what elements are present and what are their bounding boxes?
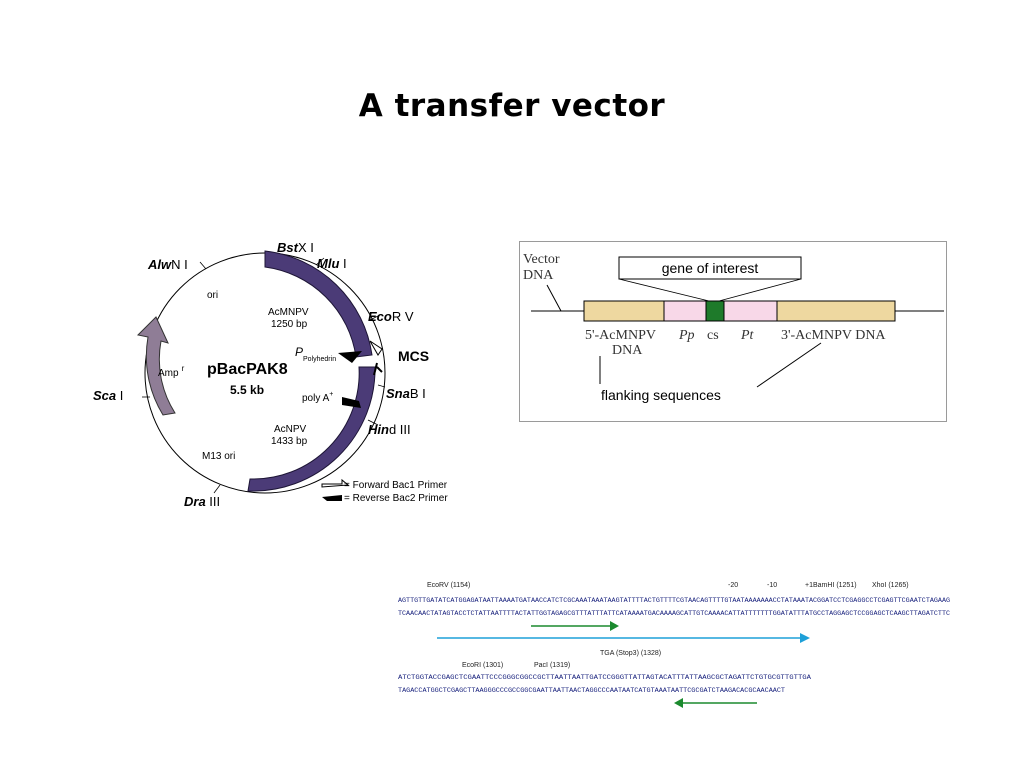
site-eco-rest: R V <box>392 309 414 324</box>
polya-band <box>342 397 361 408</box>
promoter-sub: Polyhedrin <box>303 356 336 363</box>
site-sna-italic: Sna <box>386 386 410 401</box>
minus10-label: -10 <box>767 582 777 589</box>
flank-5-label-line2: DNA <box>612 343 643 358</box>
site-hind-label: Hind III <box>368 422 411 437</box>
legend-reverse-icon <box>322 495 342 501</box>
paci-site-label: PacI (1319) <box>534 662 570 669</box>
flanking-pointer-right <box>756 342 822 388</box>
minus20-label: -20 <box>728 582 738 589</box>
polyhedrin-promoter-arrow <box>338 351 362 363</box>
m13-ori-label: M13 ori <box>202 451 235 462</box>
ampr-arrow <box>136 316 176 416</box>
acnpv-lower-label: AcNPV <box>274 424 307 435</box>
site-sna-rest: B I <box>410 386 426 401</box>
amp-sup: r <box>182 364 185 373</box>
vector-dna-label-line2: DNA <box>523 268 554 283</box>
mcs-marker <box>373 362 383 376</box>
pt-segment <box>723 300 778 322</box>
site-bstx-rest: X I <box>298 240 314 255</box>
sequence-row2-bottom: TAGACCATGGCTCGAGCTTAAGGGCCCGCCGGCGAATTAA… <box>398 687 785 694</box>
plasmid-size: 5.5 kb <box>230 383 264 397</box>
site-sna-label: SnaB I <box>386 386 426 401</box>
vector-dna-label-line1: Vector <box>523 252 560 267</box>
polya-sup: + <box>329 391 333 398</box>
forward-primer-arrowhead <box>610 621 619 631</box>
sequence-row1-top: AGTTGTTGATATCATGGAGATAATTAAAATGATAACCATC… <box>398 597 950 604</box>
legend-forward-icon <box>321 478 350 488</box>
vector-dna-pointer <box>546 284 562 312</box>
polya-label: poly A+ <box>302 391 333 404</box>
acmnpv-upper-bp: 1250 bp <box>271 319 308 330</box>
legend-reverse-text: = Reverse Bac2 Primer <box>344 493 448 504</box>
sequence-row2-top: ATCTGGTACCGAGCTCGAATTCCCGGGCGGCCGCTTAATT… <box>398 674 811 681</box>
site-sca-rest: I <box>116 388 123 403</box>
site-sca-label: Sca I <box>93 388 123 403</box>
site-alw-italic: Alw <box>147 257 172 272</box>
sequence-row1-bottom: TCAACAACTATAGTACCTCTATTAATTTTACTATTGGTAG… <box>398 610 950 617</box>
site-sca-italic: Sca <box>93 388 116 403</box>
tga-stop-label: TGA (Stop3) (1328) <box>600 650 661 657</box>
pp-label: Pp <box>678 328 695 343</box>
flank-3-segment <box>776 300 896 322</box>
acmnpv-upper-segment <box>264 250 373 358</box>
bamhi-site-label: +1BamHI (1251) <box>805 582 857 589</box>
polya-text: poly A <box>302 393 330 404</box>
site-eco-italic: Eco <box>368 309 392 324</box>
site-dra-label: Dra III <box>184 494 220 509</box>
site-bstx-label: BstX I <box>277 240 314 255</box>
site-hind-italic: Hin <box>368 422 389 437</box>
site-mlu-label: Mlu I <box>317 256 347 271</box>
plasmid-map: BstX I Mlu I EcoR V MCS SnaB I Hind III … <box>93 240 448 509</box>
site-mlu-italic: Mlu <box>317 256 339 271</box>
amp-text: Amp <box>158 368 179 379</box>
site-dra-rest: III <box>206 494 220 509</box>
transfer-vector-insert-diagram: Vector DNA gene of interest 5'-AcMNPV DN… <box>519 241 947 422</box>
cs-segment <box>705 300 725 322</box>
gene-of-interest-label: gene of interest <box>662 260 759 276</box>
pt-label: Pt <box>740 328 755 343</box>
site-hind-rest: d III <box>389 422 411 437</box>
gene-orf-arrowhead <box>800 633 810 643</box>
acnpv-lower-segment <box>247 366 376 492</box>
cs-label: cs <box>707 328 719 343</box>
gene-pointer-left <box>618 278 710 302</box>
flanking-sequences-label: flanking sequences <box>601 387 721 403</box>
gene-of-interest-box <box>618 256 802 280</box>
reverse-primer-arrowhead <box>674 698 683 708</box>
site-mcs-label: MCS <box>398 348 429 364</box>
ecorv-site-label: EcoRV (1154) <box>427 582 470 589</box>
site-alw-rest: N I <box>171 257 188 272</box>
acmnpv-upper-label: AcMNPV <box>268 307 309 318</box>
forward-primer-mark <box>369 340 383 356</box>
ecori-site-label: EcoRI (1301) <box>462 662 503 669</box>
site-dra-italic: Dra <box>184 494 206 509</box>
legend-forward-text: = Forward Bac1 Primer <box>344 480 448 491</box>
site-eco-label: EcoR V <box>368 309 414 324</box>
promoter-p: P <box>295 345 303 359</box>
sequence-panel: EcoRV (1154) -20 -10 +1BamHI (1251) XhoI… <box>398 582 950 708</box>
acnpv-lower-bp: 1433 bp <box>271 436 308 447</box>
flank-5-segment <box>583 300 665 322</box>
flank-5-label-line1: 5'-AcMNPV <box>585 328 656 343</box>
pp-segment <box>663 300 707 322</box>
site-mlu-rest: I <box>339 256 346 271</box>
flank-3-label: 3'-AcMNPV DNA <box>781 328 886 343</box>
site-alw-label: AlwN I <box>147 257 188 272</box>
page-title: A transfer vector <box>358 88 666 124</box>
ori-label: ori <box>207 290 218 301</box>
promoter-label: PPolyhedrin <box>295 345 336 363</box>
xhoi-site-label: XhoI (1265) <box>872 582 909 589</box>
gene-pointer-right <box>718 278 802 302</box>
site-bstx-italic: Bst <box>277 240 299 255</box>
plasmid-name: pBacPAK8 <box>207 361 288 378</box>
